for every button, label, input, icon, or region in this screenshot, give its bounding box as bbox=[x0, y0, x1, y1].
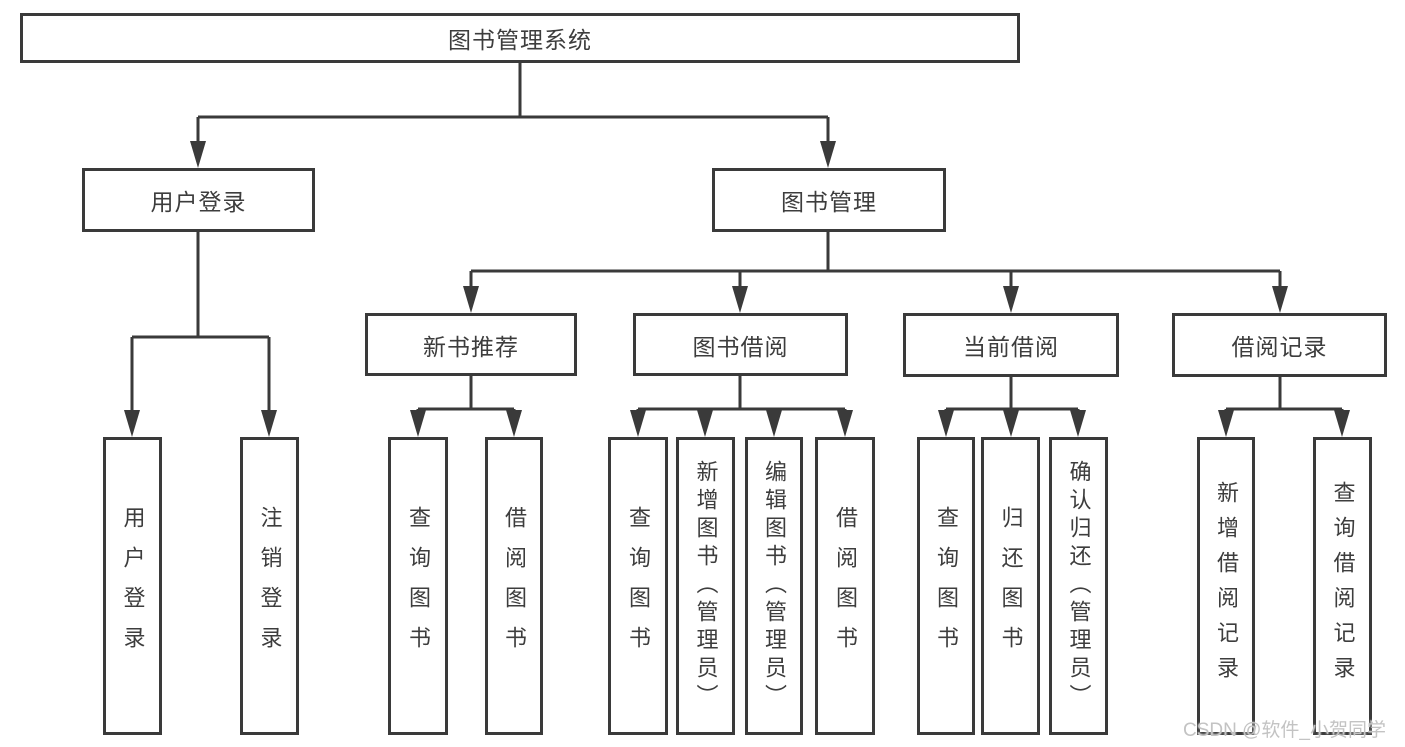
node-book-borrowing: 图书借阅 bbox=[633, 313, 848, 376]
leaf-edit-books-admin-label: 编辑图书（管理员） bbox=[762, 460, 787, 712]
leaf-query-borrow-record-label: 查询借阅记录 bbox=[1330, 481, 1356, 691]
node-new-book-recommendation: 新书推荐 bbox=[365, 313, 577, 376]
leaf-query-books-current-label: 查询图书 bbox=[934, 506, 959, 666]
leaf-user-login-label: 用户登录 bbox=[120, 506, 146, 666]
leaf-add-books-admin: 新增图书（管理员） bbox=[676, 437, 735, 735]
leaf-query-books-borrowing-label: 查询图书 bbox=[626, 506, 651, 666]
node-current-borrowing: 当前借阅 bbox=[903, 313, 1119, 377]
leaf-add-borrow-record-label: 新增借阅记录 bbox=[1214, 481, 1239, 691]
leaf-query-books-recommend: 查询图书 bbox=[388, 437, 448, 735]
leaf-return-books: 归还图书 bbox=[981, 437, 1040, 735]
leaf-confirm-return-admin: 确认归还（管理员） bbox=[1049, 437, 1108, 735]
connector-shafts bbox=[130, 63, 1344, 418]
leaf-logout: 注销登录 bbox=[240, 437, 299, 735]
node-user-login: 用户登录 bbox=[82, 168, 315, 232]
leaf-confirm-return-admin-label: 确认归还（管理员） bbox=[1066, 460, 1092, 712]
arrowheads bbox=[124, 141, 1350, 437]
leaf-add-borrow-record: 新增借阅记录 bbox=[1197, 437, 1255, 735]
leaf-logout-label: 注销登录 bbox=[257, 506, 283, 666]
leaf-query-books-recommend-label: 查询图书 bbox=[406, 506, 431, 666]
leaf-borrow-books-label: 借阅图书 bbox=[833, 506, 858, 666]
node-borrowing-records: 借阅记录 bbox=[1172, 313, 1387, 377]
node-book-management: 图书管理 bbox=[712, 168, 946, 232]
leaf-query-borrow-record: 查询借阅记录 bbox=[1313, 437, 1372, 735]
leaf-borrow-books-recommend-label: 借阅图书 bbox=[502, 506, 527, 666]
leaf-add-books-admin-label: 新增图书（管理员） bbox=[693, 460, 719, 712]
csdn-watermark: CSDN @软件_小贺同学 bbox=[1183, 720, 1386, 741]
leaf-query-books-current: 查询图书 bbox=[917, 437, 975, 735]
leaf-edit-books-admin: 编辑图书（管理员） bbox=[745, 437, 803, 735]
node-library-management-system: 图书管理系统 bbox=[20, 13, 1020, 63]
leaf-borrow-books: 借阅图书 bbox=[815, 437, 875, 735]
leaf-return-books-label: 归还图书 bbox=[998, 506, 1024, 666]
leaf-user-login: 用户登录 bbox=[103, 437, 162, 735]
leaf-query-books-borrowing: 查询图书 bbox=[608, 437, 668, 735]
leaf-borrow-books-recommend: 借阅图书 bbox=[485, 437, 543, 735]
